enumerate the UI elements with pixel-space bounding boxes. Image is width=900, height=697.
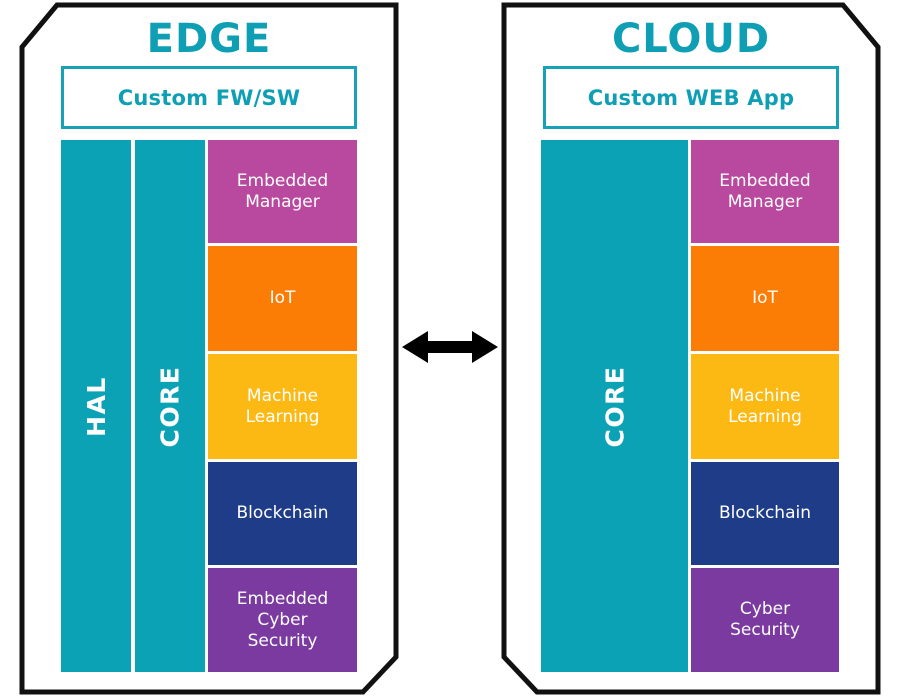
edge-block-blockchain-label: Blockchain: [236, 503, 329, 523]
cloud-block-iot: IoT: [691, 246, 839, 351]
double-headed-arrow-icon: [402, 331, 498, 363]
edge-column-hal: HAL: [61, 140, 131, 672]
cloud-column-core: CORE: [541, 140, 688, 672]
edge-column-core: CORE: [135, 140, 205, 672]
edge-custom-header-box: Custom FW/SW: [61, 66, 357, 129]
edge-panel-title: EDGE: [146, 16, 272, 62]
cloud-panel-title: CLOUD: [611, 16, 771, 62]
cloud-block-blockchain-label: Blockchain: [718, 503, 811, 523]
edge-block-iot: IoT: [208, 246, 357, 351]
edge-block-iot-label: IoT: [269, 288, 296, 308]
edge-column-core-label: CORE: [155, 365, 185, 447]
cloud-custom-header-box: Custom WEB App: [543, 66, 839, 129]
cloud-custom-header-label: Custom WEB App: [587, 85, 795, 110]
cloud-column-core-label: CORE: [600, 365, 629, 447]
cloud-block-blockchain: Blockchain: [691, 462, 839, 565]
edge-block-blockchain: Blockchain: [208, 462, 357, 565]
edge-custom-header-label: Custom FW/SW: [117, 85, 301, 110]
cloud-block-iot-label: IoT: [752, 288, 778, 308]
edge-column-hal-label: HAL: [81, 375, 111, 437]
